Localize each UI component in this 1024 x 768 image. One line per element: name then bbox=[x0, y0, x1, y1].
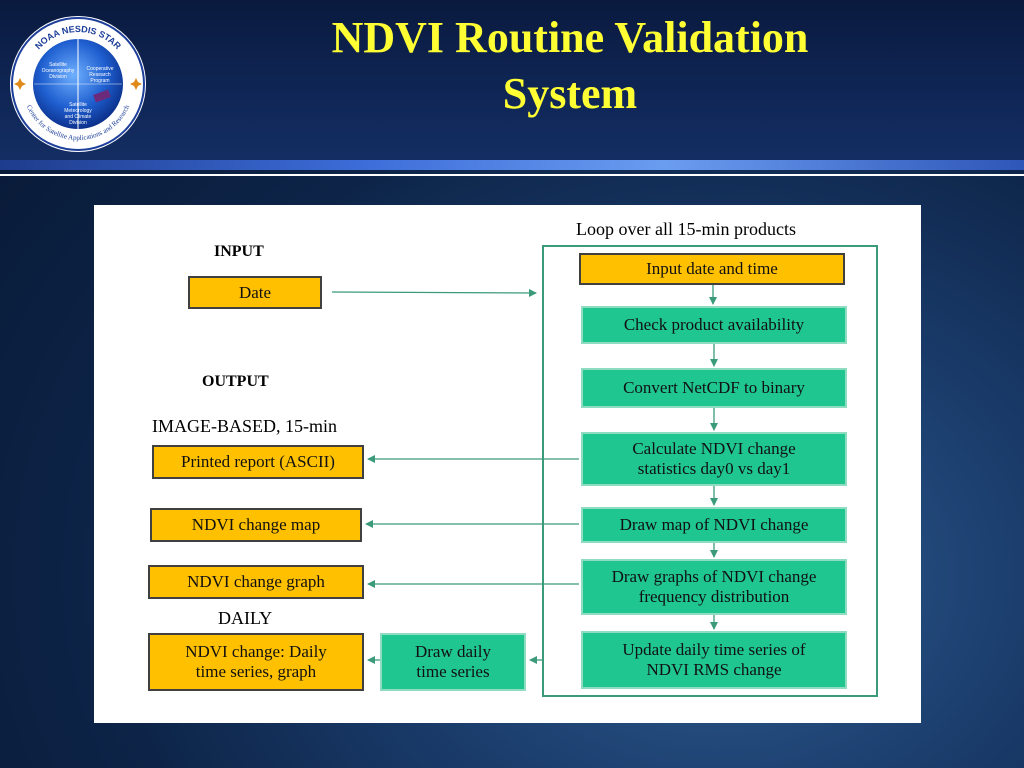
output-ndvi-change-graph: NDVI change graph bbox=[148, 565, 364, 599]
slide-title-line-2: System bbox=[502, 69, 638, 118]
input-date-box: Date bbox=[188, 276, 322, 309]
arrow-date-to-loop bbox=[331, 288, 537, 297]
loop-label: Loop over all 15-min products bbox=[576, 219, 796, 239]
loop-step-convert-netcdf: Convert NetCDF to binary bbox=[581, 368, 847, 408]
loop-step-text-line-1: Draw graphs of NDVI change bbox=[611, 567, 817, 586]
output-daily-time-series: NDVI change: Daily time series, graph bbox=[148, 633, 364, 691]
loop-step-text-line-1: Update daily time series of bbox=[622, 640, 806, 659]
loop-step-draw-map: Draw map of NDVI change bbox=[581, 507, 847, 543]
draw-daily-text-line-2: time series bbox=[416, 662, 490, 681]
draw-daily-time-series-box: Draw daily time series bbox=[380, 633, 526, 691]
loop-step-check-availability: Check product availability bbox=[581, 306, 847, 344]
svg-text:Satellite: Satellite bbox=[69, 102, 87, 108]
output-section-label: OUTPUT bbox=[202, 373, 269, 390]
loop-step-text: Convert NetCDF to binary bbox=[623, 378, 805, 397]
input-section-label: INPUT bbox=[214, 243, 264, 260]
input-date-text: Date bbox=[238, 282, 272, 302]
header-accent-band bbox=[0, 160, 1024, 170]
svg-text:Satellite: Satellite bbox=[49, 62, 67, 68]
image-based-label: IMAGE-BASED, 15-min bbox=[152, 416, 337, 436]
loop-step-calculate-statistics: Calculate NDVI change statistics day0 vs… bbox=[581, 432, 847, 486]
svg-text:Division: Division bbox=[69, 120, 87, 126]
output-printed-report: Printed report (ASCII) bbox=[152, 445, 364, 479]
svg-text:and Climate: and Climate bbox=[65, 114, 92, 120]
loop-step-input-date-time: Input date and time bbox=[579, 253, 845, 285]
loop-step-text-line-1: Calculate NDVI change bbox=[632, 439, 796, 458]
slide-title-line-1: NDVI Routine Validation bbox=[331, 13, 809, 62]
output-text: NDVI change graph bbox=[187, 572, 325, 591]
loop-step-text-line-2: NDVI RMS change bbox=[646, 660, 782, 679]
svg-text:Research: Research bbox=[89, 72, 111, 78]
daily-label: DAILY bbox=[218, 608, 273, 628]
flow-arrows bbox=[331, 285, 718, 664]
output-text: NDVI change map bbox=[191, 515, 321, 534]
loop-step-update-daily-series: Update daily time series of NDVI RMS cha… bbox=[581, 631, 847, 689]
svg-text:Cooperative: Cooperative bbox=[87, 66, 114, 72]
svg-text:Division: Division bbox=[49, 74, 67, 80]
loop-step-text-line-2: statistics day0 vs day1 bbox=[637, 459, 791, 478]
flowchart-panel: INPUT OUTPUT IMAGE-BASED, 15-min DAILY L… bbox=[94, 205, 921, 723]
output-ndvi-change-map: NDVI change map bbox=[150, 508, 362, 542]
loop-step-text: Input date and time bbox=[646, 259, 778, 278]
draw-daily-text-line-1: Draw daily bbox=[414, 642, 491, 661]
output-text: Printed report (ASCII) bbox=[181, 452, 335, 471]
header-divider bbox=[0, 174, 1024, 176]
loop-step-draw-graphs: Draw graphs of NDVI change frequency dis… bbox=[581, 559, 847, 615]
slide-header bbox=[0, 0, 1024, 160]
loop-step-text: Check product availability bbox=[623, 315, 805, 334]
svg-text:Oceanography: Oceanography bbox=[42, 68, 75, 74]
loop-step-text-line-2: frequency distribution bbox=[638, 587, 790, 606]
noaa-nesdis-star-logo: NOAA NESDIS STAR Center for Satellite Ap… bbox=[10, 16, 146, 152]
slide-title: NDVI Routine Validation System bbox=[150, 10, 990, 122]
svg-text:Meteorology: Meteorology bbox=[64, 108, 92, 114]
loop-step-text: Draw map of NDVI change bbox=[619, 515, 809, 534]
output-text-line-2: time series, graph bbox=[195, 662, 317, 681]
svg-text:Program: Program bbox=[90, 78, 109, 84]
loop-frame bbox=[542, 245, 878, 697]
output-text-line-1: NDVI change: Daily bbox=[185, 642, 327, 661]
